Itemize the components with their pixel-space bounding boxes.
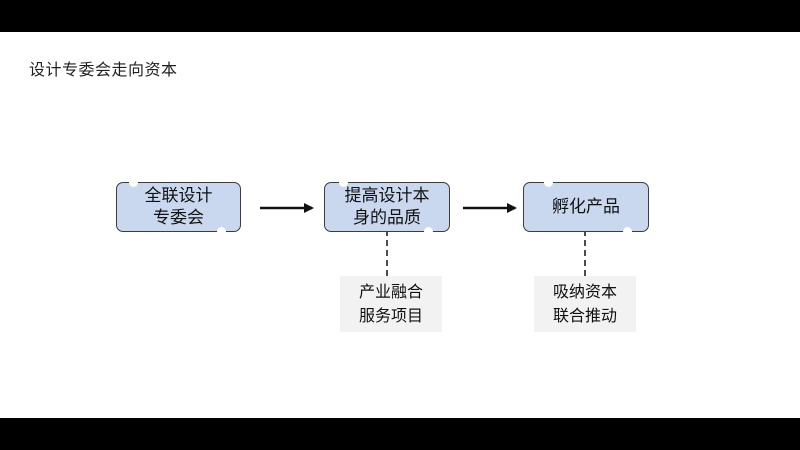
box-notch bbox=[544, 178, 553, 187]
box-notch bbox=[217, 227, 226, 236]
note-2-label: 吸纳资本 联合推动 bbox=[552, 282, 617, 325]
note-1-label: 产业融合 服务项目 bbox=[358, 282, 423, 325]
box-notch bbox=[129, 178, 138, 187]
box-notch bbox=[623, 227, 632, 236]
bottom-letterbox-bar bbox=[0, 418, 800, 450]
note-capital-attraction: 吸纳资本 联合推动 bbox=[534, 276, 636, 332]
box-notch bbox=[339, 178, 348, 187]
connectors-layer bbox=[260, 203, 586, 276]
slide-canvas: 设计专委会走向资本 全联设计 专委会 提高设计本 身的品质 孵化产品 产业融合 … bbox=[0, 32, 800, 418]
slide-title: 设计专委会走向资本 bbox=[29, 60, 178, 79]
flow-step-2-label: 提高设计本 身的品质 bbox=[344, 186, 430, 228]
box-notch bbox=[424, 227, 433, 236]
note-industry-integration: 产业融合 服务项目 bbox=[340, 276, 442, 332]
top-letterbox-bar bbox=[0, 0, 800, 32]
flow-step-1-label: 全联设计 专委会 bbox=[144, 186, 213, 228]
flow-step-2: 提高设计本 身的品质 bbox=[324, 178, 450, 236]
flow-step-3: 孵化产品 bbox=[523, 178, 649, 236]
flow-step-1: 全联设计 专委会 bbox=[116, 178, 241, 236]
flow-step-3-label: 孵化产品 bbox=[552, 197, 620, 217]
